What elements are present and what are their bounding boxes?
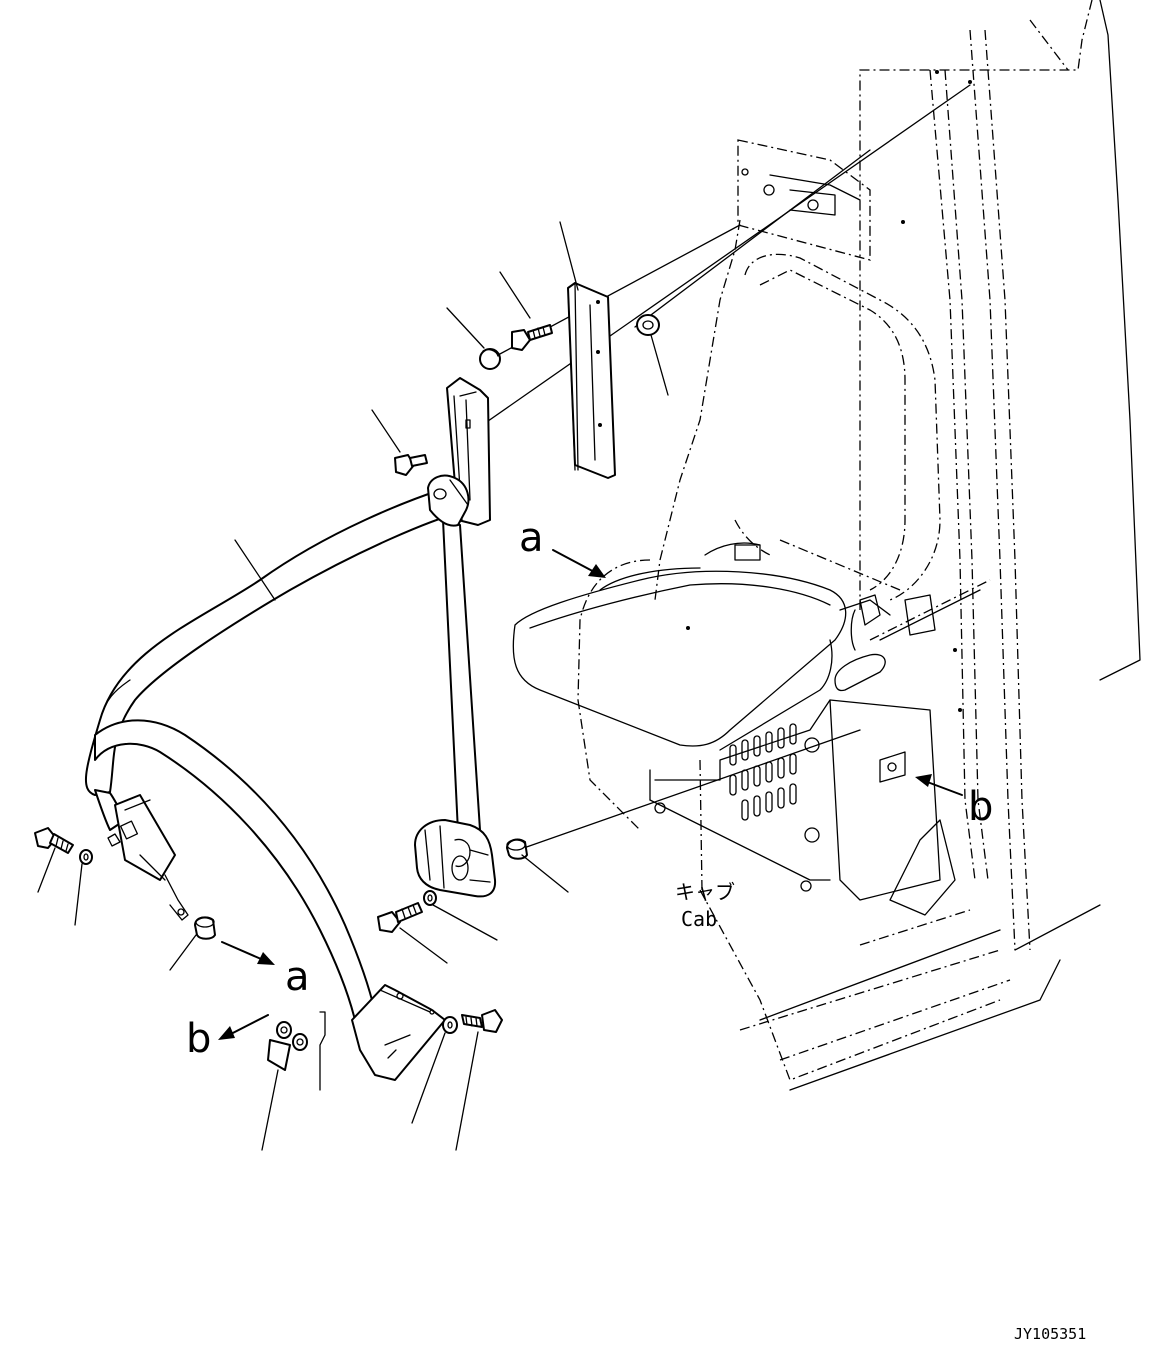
drawing-id: JY105351 [1014,1325,1086,1343]
cab-label-english: Cab [681,907,717,931]
callout-a-left: a [285,954,310,1000]
retractor-washer-icon [423,890,437,906]
bottom-washer-pair-icon [267,1021,308,1071]
assembly-lines [319,84,981,1091]
callout-b-right: b [968,784,993,830]
anchor-bolt-icon [461,1009,503,1033]
slider-bracket [567,282,616,479]
rail-bolt-icon [394,454,428,476]
left-bolt-icon [34,827,74,854]
bolt-icon [511,324,553,351]
retractor-bolt-icon [377,902,423,933]
leader-lines [37,221,669,1151]
operator-seat [512,219,991,916]
buckle-tongue [107,794,189,921]
belt-rail [442,377,491,833]
view-arrow-b-right [915,774,963,796]
cap-nut-icon [479,348,501,370]
anchor-washer-icon [442,1016,458,1034]
callout-b-left: b [186,1016,211,1062]
left-washer-icon [79,849,93,865]
spacer-collar-icon [194,916,216,940]
d-ring-anchor [427,474,470,527]
cab-wall-panel [699,0,1141,1091]
callout-a-right: a [519,515,544,561]
view-arrow-b-left [218,1014,269,1040]
upper-mounting-plate [737,139,871,261]
retractor-spacer-icon [506,838,528,860]
flange-nut-icon [636,314,660,336]
retractor-icon [414,819,497,898]
view-arrow-a-left [221,941,275,965]
cab-label-japanese: キャブ [675,880,735,904]
view-arrow-a-right [552,549,606,578]
seat-belt-webbing [84,489,463,1021]
